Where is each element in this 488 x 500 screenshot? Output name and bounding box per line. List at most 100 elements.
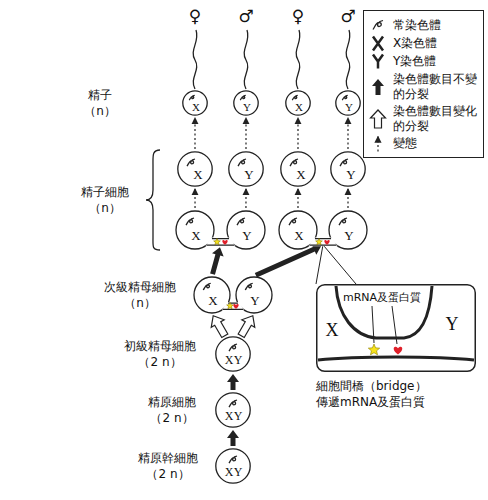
autosome [229,344,237,351]
cell: XY [215,392,251,428]
autosome [342,95,348,100]
legend-sample [371,110,386,128]
legend-sample [372,79,384,95]
hollow-arrow [371,110,386,128]
metamorphosis-arrow [245,189,246,208]
metamorphosis-arrow [297,118,298,149]
chromosome-label: Y [234,354,243,366]
cell-shape [173,210,268,250]
bridge-fill [222,302,244,310]
y-chromosome [373,55,383,69]
autosome [189,95,195,100]
sex-symbol: ♂ [336,8,360,25]
legend-sample [378,137,379,152]
cell: Y [228,151,264,187]
legend-sample [373,21,383,30]
autosome [240,95,246,100]
chromosome-label: X [225,466,234,478]
legend-sample [373,37,383,51]
cell-outline [216,393,250,427]
autosome [187,159,195,166]
chromosome-label: Y [234,466,243,478]
legend-text: 染色體數目變化的分裂 [393,104,479,134]
metamorphosis-arrow [347,189,348,208]
cell-bridge [223,303,243,309]
cell-outline [234,91,258,115]
sex-symbol: ♂ [234,8,258,25]
metamorphosis-arrow [347,118,348,149]
chromosome-label: X [326,321,339,339]
cell: X [285,90,311,116]
cell-outline [286,91,310,115]
legend-text: X染色體 [393,36,479,51]
cell-outline [183,91,207,115]
mrna-heart [324,240,329,245]
meiosis-arrow [211,316,228,338]
legend-text: 染色體數目不變的分裂 [393,72,479,102]
legend-text: 常染色體 [393,18,479,33]
chromosome-label: Y [234,410,243,422]
mrna-heart [233,304,238,309]
chromosome-label: X [208,294,217,307]
division-arrow [227,374,239,390]
cell: XY [215,336,251,372]
sperm-tail [244,30,248,89]
mrna-heart [222,240,227,245]
legend-sample [373,55,383,69]
legend-text: Y染色體 [393,54,479,69]
autosome [238,159,246,166]
metamorphosis-arrow [194,189,195,208]
division-arrow [227,430,239,446]
cell-outline [336,91,360,115]
cell: XY [193,276,273,314]
sperm-tail [346,30,350,89]
mrna-heart [394,347,403,355]
sperm-tail [296,30,300,89]
sex-symbol: ♀ [286,8,310,25]
autosome [203,283,211,290]
zoom-inset: mRNA及蛋白質XY [316,284,476,372]
stage-label: 精子細胞 （n） [77,184,133,216]
sex-symbol: ♀ [183,8,207,25]
cell: Y [233,90,259,116]
stage-label: 精原細胞 （2 n） [145,394,199,426]
stage-label: 次級精母細胞 （n） [101,279,179,311]
protein-star [368,344,379,355]
cell: Y [335,90,361,116]
legend-text: 變態 [393,136,479,151]
cell-bridge [206,239,234,246]
stage-label: 精子 （n） [80,87,120,119]
autosome [373,21,383,30]
cell-outline [216,449,250,483]
cell-bridge [309,239,336,246]
autosome [292,95,298,100]
chromosome-label: X [225,410,234,422]
chromosome-label: X [225,354,234,366]
cell-outline [229,152,263,186]
bridge-fill [308,238,337,247]
cell-outline [216,337,250,371]
zoom-line [316,245,356,284]
cell: XY [215,448,251,484]
chromosome-label: Y [446,315,459,333]
metamorphosis-arrow [194,118,195,149]
protein-star [316,239,323,245]
cell-outline [331,152,365,186]
cell-shape [276,210,370,250]
cell-membrane [318,357,474,360]
bracket [146,150,160,250]
caption-note: 細胞間橋（bridge） 傳遞mRNA及蛋白質 [316,378,438,410]
division-arrow [255,244,321,278]
chromosome-label: X [295,102,303,113]
autosome [290,159,298,166]
bridge-fill [205,238,235,247]
chromosome-label: Y [344,229,353,242]
chromosome-label: X [191,229,200,242]
autosome [340,159,348,166]
metamorphosis-arrow [245,118,246,149]
solid-arrow [372,79,384,95]
inset-frame [317,285,476,372]
chromosome-label: X [193,168,202,181]
